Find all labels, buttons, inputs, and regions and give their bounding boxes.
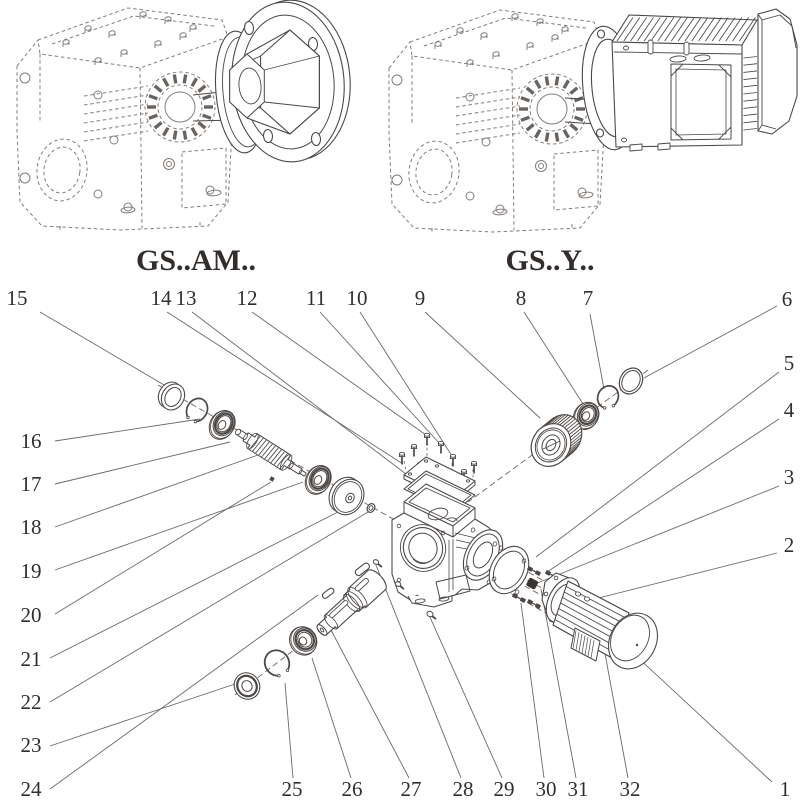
svg-text:1: 1 — [780, 777, 791, 800]
svg-text:9: 9 — [415, 286, 426, 310]
svg-text:32: 32 — [620, 777, 641, 800]
svg-text:2: 2 — [784, 533, 795, 557]
svg-text:4: 4 — [784, 398, 795, 422]
svg-text:5: 5 — [784, 351, 795, 375]
svg-text:28: 28 — [453, 777, 474, 800]
svg-text:6: 6 — [782, 287, 793, 311]
svg-text:14: 14 — [151, 286, 173, 310]
svg-text:GS..AM..: GS..AM.. — [136, 244, 256, 277]
svg-text:25: 25 — [282, 777, 303, 800]
svg-text:10: 10 — [347, 286, 368, 310]
svg-text:18: 18 — [21, 515, 42, 539]
svg-text:3: 3 — [784, 465, 795, 489]
svg-text:16: 16 — [21, 429, 42, 453]
svg-text:23: 23 — [21, 733, 42, 757]
svg-text:26: 26 — [342, 777, 363, 800]
svg-text:19: 19 — [21, 559, 42, 583]
svg-text:11: 11 — [306, 286, 326, 310]
svg-text:12: 12 — [237, 286, 258, 310]
svg-text:24: 24 — [21, 777, 43, 800]
svg-text:29: 29 — [494, 777, 515, 800]
svg-text:8: 8 — [516, 286, 527, 310]
svg-text:31: 31 — [568, 777, 589, 800]
svg-text:GS..Y..: GS..Y.. — [506, 244, 595, 277]
svg-text:22: 22 — [21, 690, 42, 714]
svg-text:27: 27 — [401, 777, 422, 800]
svg-text:21: 21 — [21, 647, 42, 671]
svg-text:7: 7 — [583, 286, 594, 310]
svg-text:17: 17 — [21, 472, 42, 496]
svg-text:20: 20 — [21, 603, 42, 627]
svg-text:13: 13 — [176, 286, 197, 310]
svg-text:30: 30 — [536, 777, 557, 800]
svg-text:15: 15 — [7, 286, 28, 310]
